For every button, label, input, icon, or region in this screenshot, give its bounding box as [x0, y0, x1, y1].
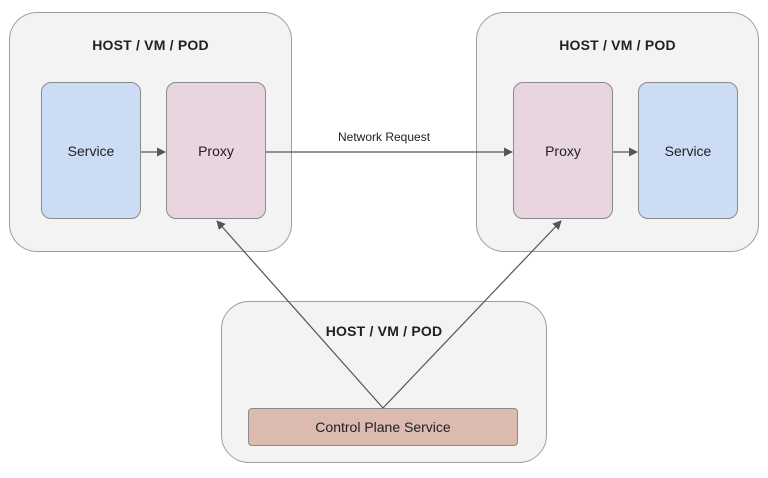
control-plane-service-node: Control Plane Service: [248, 408, 518, 446]
right-proxy-node: Proxy: [513, 82, 613, 219]
network-request-label: Network Request: [338, 130, 431, 144]
left-host-title: HOST / VM / POD: [92, 37, 209, 53]
right-host-title: HOST / VM / POD: [559, 37, 676, 53]
bottom-host-title: HOST / VM / POD: [325, 323, 443, 339]
right-service-node: Service: [638, 82, 738, 219]
left-service-node: Service: [41, 82, 141, 219]
left-proxy-node: Proxy: [166, 82, 266, 219]
